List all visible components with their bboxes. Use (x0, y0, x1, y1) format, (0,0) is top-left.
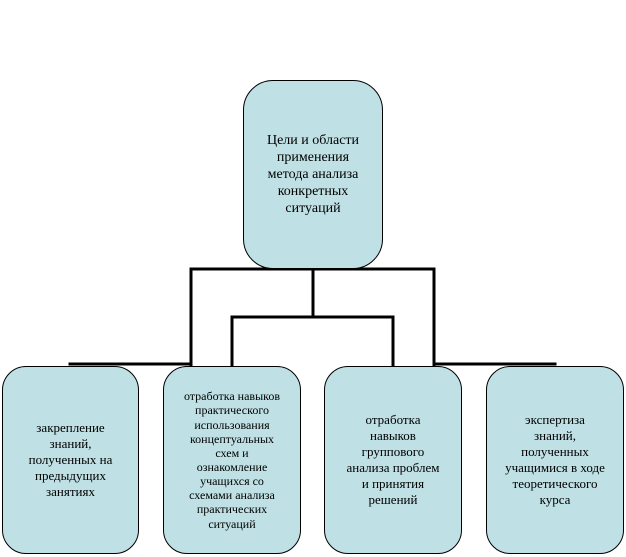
root-node: Цели и области применения метода анализа… (243, 80, 383, 269)
child-node-4: экспертиза знаний, полученных учащимися … (486, 366, 624, 554)
root-node-label: Цели и области применения метода анализа… (266, 132, 360, 217)
child-node-2-label: отработка навыков практического использо… (183, 389, 281, 531)
connector-outer-bracket (189, 267, 436, 368)
child-node-1-label: закрепление знаний, полученных на предыд… (28, 420, 113, 499)
child-node-4-label: экспертиза знаний, полученных учащимися … (505, 412, 605, 507)
child-node-3: отработка навыков группового анализа про… (324, 366, 462, 554)
child-node-1: закрепление знаний, полученных на предыд… (2, 366, 139, 554)
child-node-3-label: отработка навыков группового анализа про… (346, 412, 440, 507)
child-node-2: отработка навыков практического использо… (163, 366, 301, 554)
connector-inner-bracket (230, 315, 395, 368)
